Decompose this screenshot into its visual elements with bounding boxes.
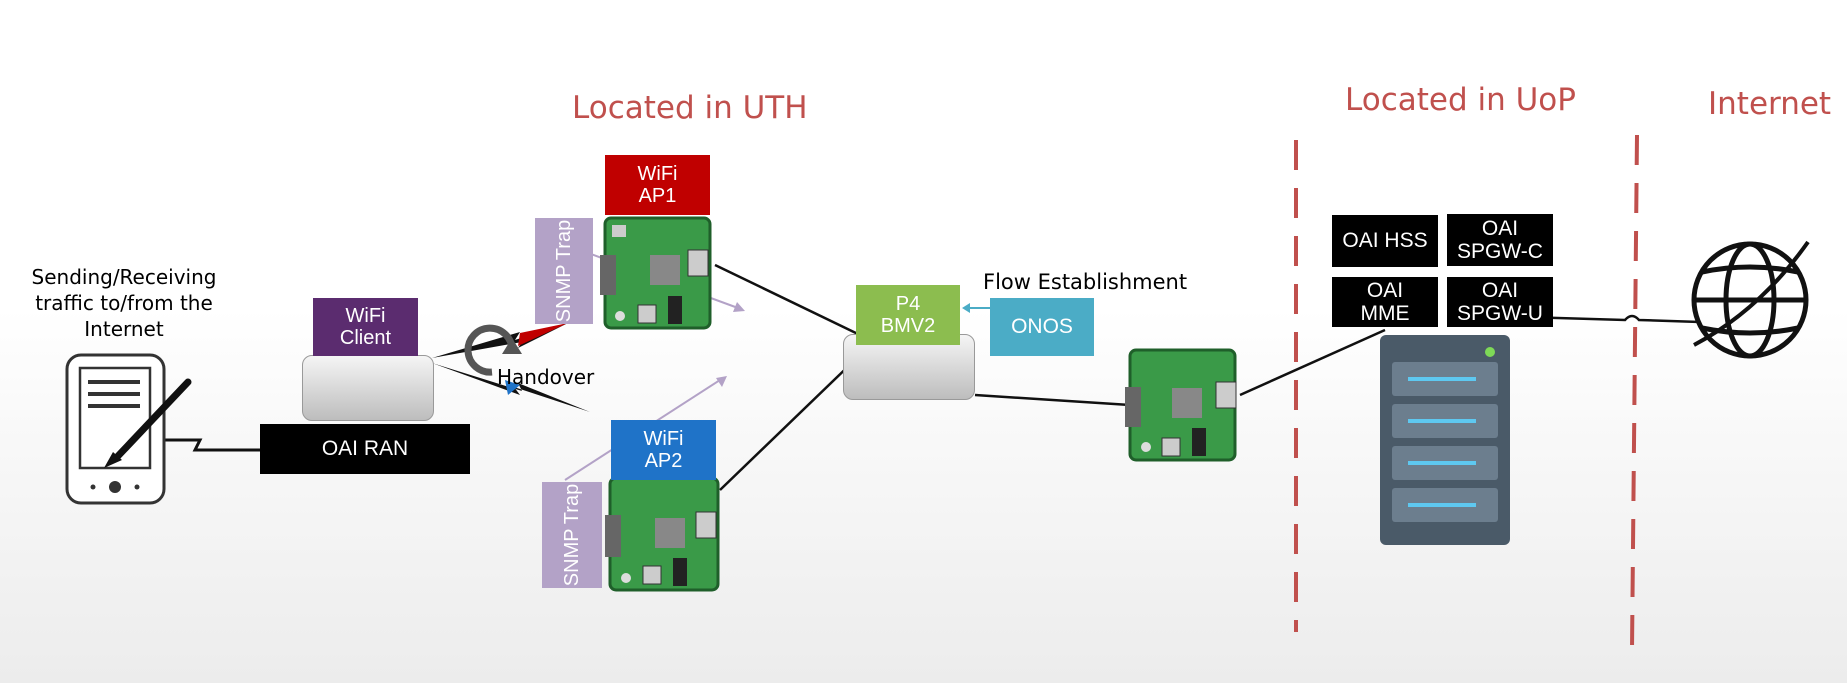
flow-establishment-label: Flow Establishment [983,270,1188,294]
phone-caption: Sending/Receiving traffic to/from the In… [20,264,228,342]
mme-line1: OAI [1366,278,1404,302]
oai-ran-box: OAI RAN [260,424,470,474]
region-title-uth: Located in UTH [572,90,808,126]
phone-caption-line3: Internet [84,317,164,341]
phone-caption-line2: traffic to/from the [35,291,213,315]
uop-right-separator [1630,134,1639,651]
internet-globe-icon [1691,240,1810,359]
wifi-client-label: WiFi Client [313,298,418,356]
ap2-line2: AP2 [644,450,683,472]
p4-line1: P4 [895,293,921,315]
server-to-internet-link [1489,314,1701,324]
snmp-trap-bottom: SNMP Trap [542,482,602,588]
p4-switch-computer [843,334,975,400]
ap1-line1: WiFi [637,163,678,185]
region-title-internet: Internet [1708,86,1832,122]
ap2-raspberry-pi-icon [605,476,720,592]
p4-bmv2-label: P4 BMV2 [856,285,960,345]
ap2-label: WiFi AP2 [611,420,716,480]
server-icon [1380,335,1510,545]
region-title-uop: Located in UoP [1345,82,1576,118]
spgwu-line1: OAI [1481,278,1519,302]
pi-to-server-link [1239,328,1386,397]
mme-line2: MME [1360,302,1410,325]
oai-mme-box: OAI MME [1332,277,1438,327]
handover-label: Handover [497,365,595,389]
ap1-raspberry-pi-icon [600,216,712,330]
snmp-trap-top: SNMP Trap [535,218,593,324]
ap2-to-p4-link [719,354,861,491]
ap1-label: WiFi AP1 [605,155,710,215]
spgwu-line2: SPGW-U [1457,302,1543,325]
p4-line2: BMV2 [880,315,936,337]
ap2-line1: WiFi [643,428,684,450]
p4-to-pi-link [974,393,1131,407]
ap1-to-p4-link [714,263,861,337]
oai-spgwu-box: OAI SPGW-U [1447,277,1553,327]
wifi-client-line2: Client [339,327,392,349]
phone-ran-wireless-link [162,438,260,452]
ap1-line2: AP1 [638,185,677,207]
gateway-raspberry-pi-icon [1125,348,1237,462]
wifi-client-line1: WiFi [345,305,386,327]
spgwc-line2: SPGW-C [1457,240,1543,263]
oai-spgwc-box: OAI SPGW-C [1447,214,1553,266]
phone-caption-line1: Sending/Receiving [31,265,217,289]
oai-hss-box: OAI HSS [1332,215,1438,267]
onos-box: ONOS [990,298,1094,356]
spgwc-line1: OAI [1481,216,1519,240]
wifi-client-computer [302,355,434,421]
